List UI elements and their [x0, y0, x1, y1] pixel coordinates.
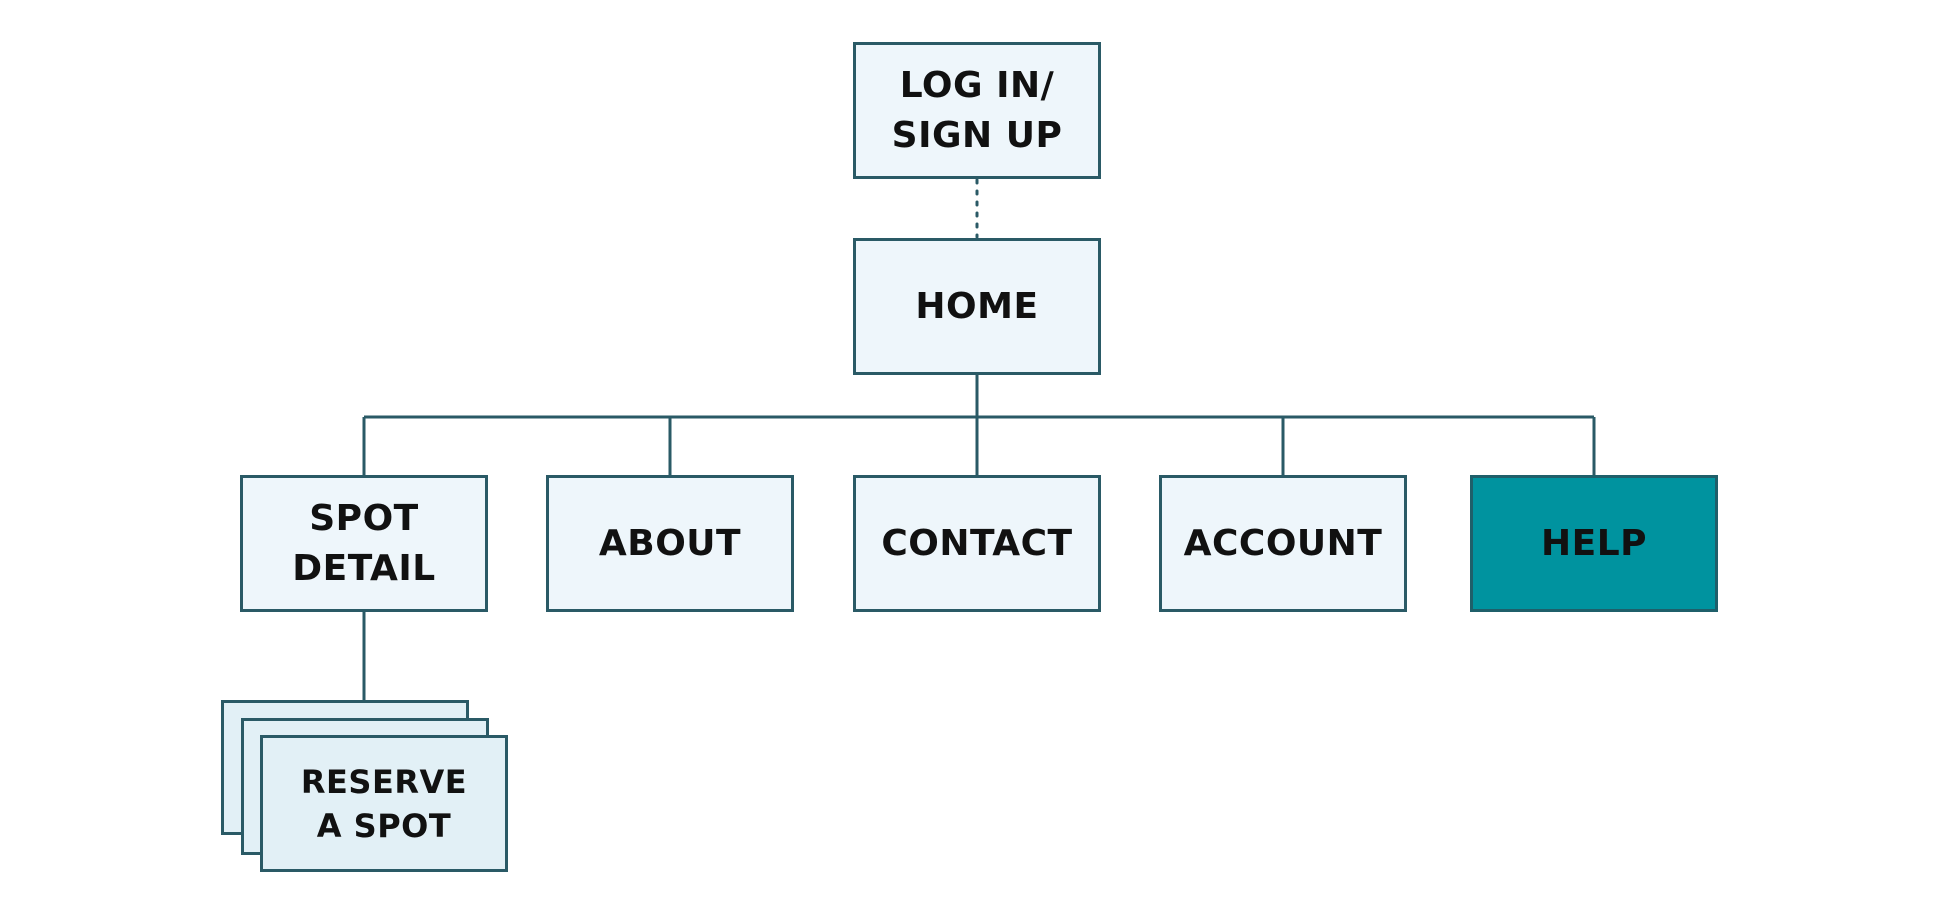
- node-spot-detail-label: SPOT DETAIL: [292, 497, 436, 589]
- node-contact-label: CONTACT: [881, 522, 1073, 564]
- node-account-label: ACCOUNT: [1183, 522, 1383, 564]
- node-home-label: HOME: [915, 285, 1039, 327]
- node-home: HOME: [853, 238, 1101, 375]
- node-help-label: HELP: [1540, 522, 1648, 564]
- node-reserve-a-spot-label: RESERVE A SPOT: [300, 762, 468, 845]
- node-login-signup: LOG IN/ SIGN UP: [853, 42, 1101, 179]
- node-help: HELP: [1470, 475, 1718, 612]
- node-about: ABOUT: [546, 475, 794, 612]
- node-account: ACCOUNT: [1159, 475, 1407, 612]
- node-spot-detail: SPOT DETAIL: [240, 475, 488, 612]
- node-contact: CONTACT: [853, 475, 1101, 612]
- node-reserve-a-spot: RESERVE A SPOT: [260, 735, 508, 872]
- node-login-signup-label: LOG IN/ SIGN UP: [891, 64, 1063, 156]
- node-about-label: ABOUT: [598, 522, 742, 564]
